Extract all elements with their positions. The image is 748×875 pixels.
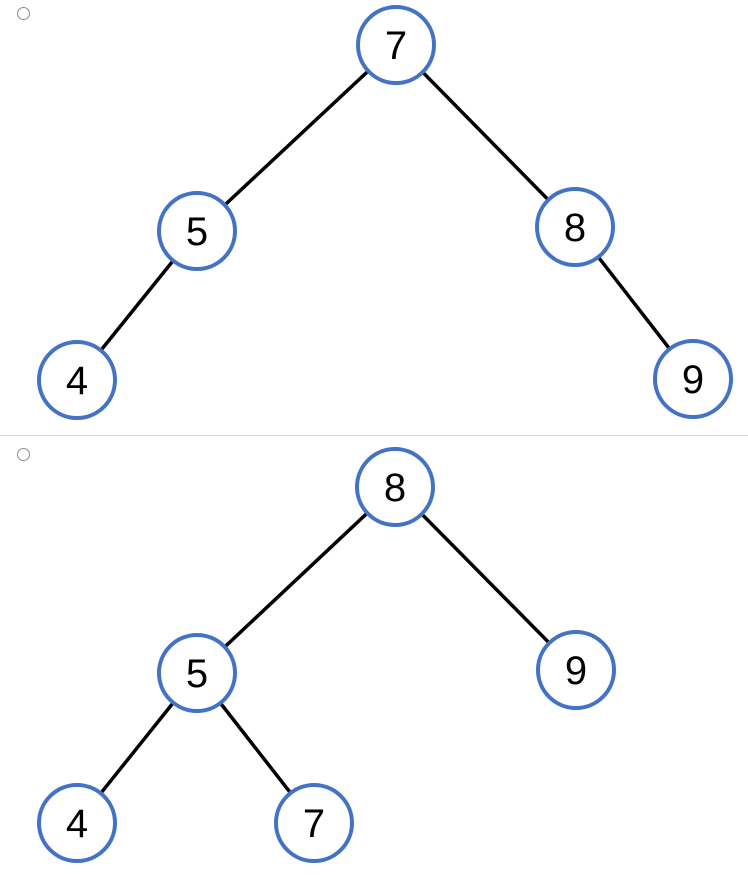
tree-node-label: 5 [186,210,208,254]
tree-node-circle [37,783,117,863]
tree-node: 7 [356,5,436,85]
tree-node-circle [157,191,237,271]
option-2-radio-button[interactable] [17,448,30,461]
tree-node: 7 [274,783,354,863]
tree-node-circle [157,633,237,713]
tree-node-label: 8 [564,206,586,250]
tree-node: 9 [536,630,616,710]
tree-node: 5 [157,633,237,713]
answer-option-2: 8 5 9 4 7 [0,435,748,875]
tree-node-circle [356,5,436,85]
tree-edge [195,485,397,675]
tree-node-circle [536,630,616,710]
tree-edge [393,485,578,672]
tree-node-label: 9 [565,649,587,693]
tree-node-label: 8 [384,466,406,510]
tree-node: 4 [37,340,117,420]
tree-node: 5 [157,191,237,271]
binary-tree-diagram-1: 7 5 8 4 9 [37,5,733,420]
tree-node-circle [653,339,733,419]
tree-edge [394,43,577,229]
tree-node-label: 9 [682,358,704,402]
tree-node-label: 4 [66,802,88,846]
tree-node-label: 7 [385,24,407,68]
binary-tree-diagram-2: 8 5 9 4 7 [37,447,616,863]
tree-node: 9 [653,339,733,419]
tree-node-circle [535,187,615,267]
tree-node-circle [37,340,117,420]
tree-edge [195,43,398,233]
tree-node-label: 5 [186,652,208,696]
answer-option-1: 7 5 8 4 9 [0,0,748,435]
tree-node-circle [274,783,354,863]
tree-node: 8 [535,187,615,267]
tree-node: 4 [37,783,117,863]
tree-node-circle [355,447,435,527]
tree-node-label: 4 [66,359,88,403]
tree-node-label: 7 [303,802,325,846]
tree-node: 8 [355,447,435,527]
option-1-radio-button[interactable] [17,7,30,20]
